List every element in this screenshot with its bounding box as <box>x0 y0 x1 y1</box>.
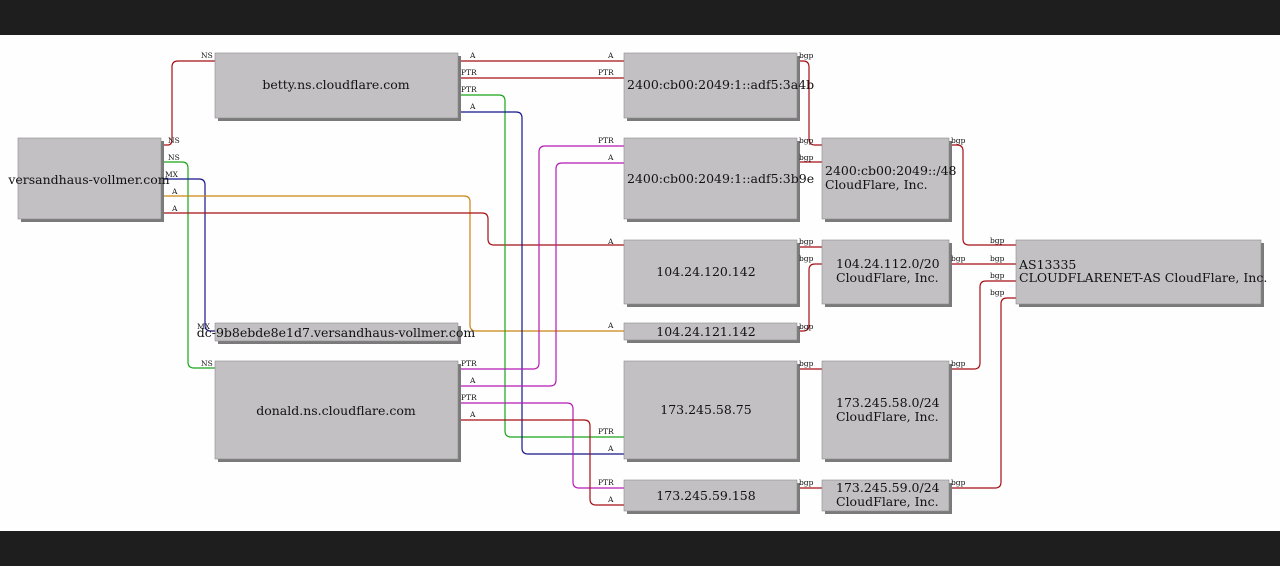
edge-domain-mx <box>162 178 215 332</box>
edge-bgp-ip6a <box>798 60 822 146</box>
label-ptr: PTR <box>598 68 614 77</box>
label-a: A <box>469 410 476 419</box>
label-bgp: bgp <box>799 51 814 60</box>
node-mx-host[interactable]: dc-9b8ebde8e1d7.versandhaus-vollmer.com <box>197 322 476 344</box>
edges <box>162 60 1016 506</box>
label-ptr: PTR <box>598 478 614 487</box>
node-domain[interactable]: versandhaus-vollmer.com <box>7 137 170 222</box>
label-a: A <box>469 102 476 111</box>
label-bgp: bgp <box>990 288 1005 297</box>
node-ip-104-24-121-142[interactable]: 104.24.121.142 <box>623 322 800 343</box>
label-bgp: bgp <box>951 478 966 487</box>
label-bgp: bgp <box>799 153 814 162</box>
label-a: A <box>607 51 614 60</box>
edge-donald-ptr-ip6b <box>460 145 624 370</box>
label-mx: MX <box>197 322 211 331</box>
node-ip-104-24-120-142[interactable]: 104.24.120.142 <box>623 239 800 307</box>
label-bgp: bgp <box>951 359 966 368</box>
svg-text:173.245.58.75: 173.245.58.75 <box>660 402 751 417</box>
label-bgp: bgp <box>990 254 1005 263</box>
node-prefix-58[interactable]: 173.245.58.0/24 CloudFlare, Inc. <box>821 360 952 462</box>
edge-bgp-pfx6-asn <box>950 144 1016 246</box>
label-ns: NS <box>168 153 180 162</box>
svg-text:104.24.121.142: 104.24.121.142 <box>656 324 755 339</box>
bottom-letterbox <box>0 531 1280 566</box>
node-prefix-59[interactable]: 173.245.59.0/24 CloudFlare, Inc. <box>821 479 952 514</box>
svg-text:CloudFlare, Inc.: CloudFlare, Inc. <box>836 409 939 424</box>
node-prefix-2400[interactable]: 2400:cb00:2049::/48 CloudFlare, Inc. <box>821 137 957 222</box>
edge-domain-donald-ns <box>162 161 215 369</box>
edge-domain-betty-ns <box>162 60 215 146</box>
label-ptr: PTR <box>598 136 614 145</box>
label-bgp: bgp <box>799 359 814 368</box>
label-a: A <box>607 153 614 162</box>
label-bgp: bgp <box>990 271 1005 280</box>
svg-text:dc-9b8ebde8e1d7.versandhaus-vo: dc-9b8ebde8e1d7.versandhaus-vollmer.com <box>197 325 476 340</box>
svg-text:173.245.59.158: 173.245.59.158 <box>656 488 755 503</box>
label-ptr: PTR <box>461 393 477 402</box>
svg-text:versandhaus-vollmer.com: versandhaus-vollmer.com <box>7 172 169 187</box>
label-ptr: PTR <box>598 427 614 436</box>
svg-text:CLOUDFLARENET-AS CloudFlare, I: CLOUDFLARENET-AS CloudFlare, Inc. <box>1019 270 1267 285</box>
svg-text:donald.ns.cloudflare.com: donald.ns.cloudflare.com <box>256 403 416 418</box>
edge-donald-a-ip6b <box>460 162 624 387</box>
edge-labels: NS NS NS MX A A MX NS A PTR PTR A PTR A … <box>165 51 1005 504</box>
label-bgp: bgp <box>951 136 966 145</box>
edge-betty-a-58 <box>460 111 624 455</box>
svg-text:173.245.58.0/24: 173.245.58.0/24 <box>836 395 940 410</box>
label-a: A <box>607 237 614 246</box>
label-ns: NS <box>201 51 213 60</box>
node-ip6-a[interactable]: 2400:cb00:2049:1::adf5:3a4b <box>623 52 814 121</box>
node-ip-173-245-58-75[interactable]: 173.245.58.75 <box>623 360 800 462</box>
label-bgp: bgp <box>799 254 814 263</box>
edge-bgp-pfx58-asn <box>950 280 1016 370</box>
label-a: A <box>607 321 614 330</box>
svg-text:AS13335: AS13335 <box>1018 257 1076 272</box>
svg-text:104.24.112.0/20: 104.24.112.0/20 <box>836 256 940 271</box>
node-ns-donald[interactable]: donald.ns.cloudflare.com <box>214 360 461 462</box>
edge-bgp-pfx59-asn <box>950 297 1016 489</box>
edge-domain-a-121 <box>162 195 624 332</box>
label-ptr: PTR <box>461 85 477 94</box>
dns-graph: versandhaus-vollmer.com betty.ns.cloudfl… <box>7 51 1267 514</box>
node-asn[interactable]: AS13335 CLOUDFLARENET-AS CloudFlare, Inc… <box>1015 239 1267 307</box>
label-bgp: bgp <box>799 322 814 331</box>
svg-text:CloudFlare, Inc.: CloudFlare, Inc. <box>836 270 939 285</box>
label-a: A <box>607 495 614 504</box>
svg-text:2400:cb00:2049:1::adf5:3a4b: 2400:cb00:2049:1::adf5:3a4b <box>627 77 814 92</box>
label-a: A <box>469 376 476 385</box>
label-bgp: bgp <box>990 236 1005 245</box>
node-prefix-104[interactable]: 104.24.112.0/20 CloudFlare, Inc. <box>821 239 952 307</box>
label-bgp: bgp <box>799 136 814 145</box>
edge-bgp-121 <box>798 263 822 332</box>
edge-betty-ptr-58 <box>460 94 624 438</box>
label-a: A <box>469 51 476 60</box>
node-ns-betty[interactable]: betty.ns.cloudflare.com <box>214 52 461 121</box>
label-bgp: bgp <box>799 237 814 246</box>
label-a: A <box>171 187 178 196</box>
label-a: A <box>171 204 178 213</box>
svg-text:CloudFlare, Inc.: CloudFlare, Inc. <box>836 494 939 509</box>
svg-text:2400:cb00:2049::/48: 2400:cb00:2049::/48 <box>825 163 957 178</box>
edge-domain-a-120 <box>162 212 624 246</box>
label-ns: NS <box>201 359 213 368</box>
svg-text:betty.ns.cloudflare.com: betty.ns.cloudflare.com <box>262 77 409 92</box>
edge-donald-a-59 <box>460 419 624 506</box>
label-bgp: bgp <box>951 254 966 263</box>
label-bgp: bgp <box>799 478 814 487</box>
label-a: A <box>607 444 614 453</box>
svg-text:2400:cb00:2049:1::adf5:3b9e: 2400:cb00:2049:1::adf5:3b9e <box>627 171 814 186</box>
edge-donald-ptr-59 <box>460 402 624 489</box>
svg-text:CloudFlare, Inc.: CloudFlare, Inc. <box>825 177 928 192</box>
node-ip-173-245-59-158[interactable]: 173.245.59.158 <box>623 479 800 514</box>
top-letterbox <box>0 0 1280 35</box>
svg-text:104.24.120.142: 104.24.120.142 <box>656 264 755 279</box>
label-mx: MX <box>165 170 179 179</box>
label-ptr: PTR <box>461 68 477 77</box>
label-ns: NS <box>168 136 180 145</box>
diagram-canvas: versandhaus-vollmer.com betty.ns.cloudfl… <box>0 35 1280 531</box>
svg-text:173.245.59.0/24: 173.245.59.0/24 <box>836 480 940 495</box>
label-ptr: PTR <box>461 359 477 368</box>
node-ip6-b[interactable]: 2400:cb00:2049:1::adf5:3b9e <box>623 137 814 222</box>
